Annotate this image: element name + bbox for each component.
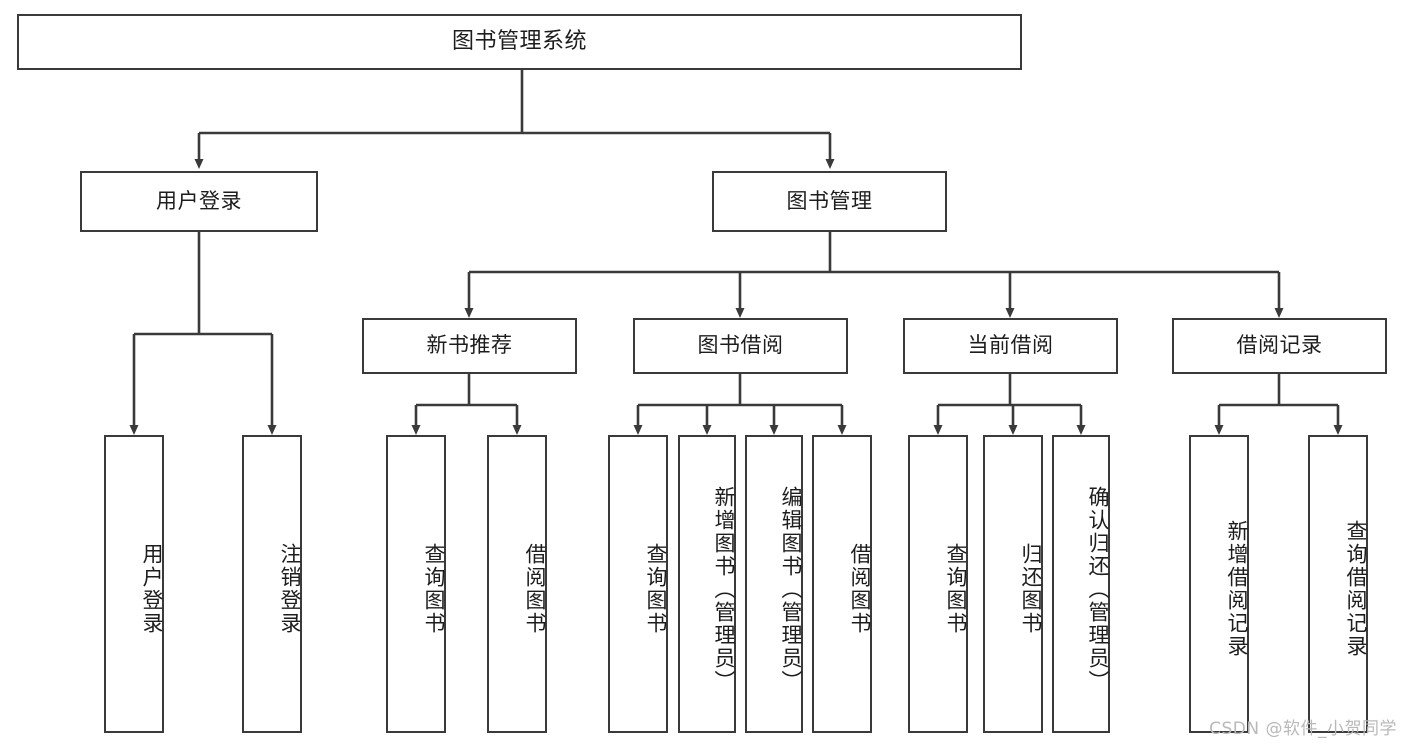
node-current-borrow[interactable]: 当前借阅 [903, 318, 1118, 374]
leaf-label: 新增图书（管理员） [712, 485, 736, 693]
leaf-label: 查询图书 [944, 543, 968, 635]
watermark-text: CSDN @软件_小贺同学 [1209, 719, 1397, 739]
node-leaf-query-book-3[interactable]: 查询图书 [908, 435, 968, 733]
node-new-book-recommend[interactable]: 新书推荐 [362, 318, 577, 374]
node-book-borrow[interactable]: 图书借阅 [633, 318, 848, 374]
node-leaf-user-login[interactable]: 用户登录 [104, 435, 164, 733]
node-leaf-logout[interactable]: 注销登录 [242, 435, 302, 733]
leaf-label: 编辑图书（管理员） [779, 485, 803, 693]
node-leaf-query-book-2[interactable]: 查询图书 [608, 435, 668, 733]
node-leaf-query-borrow-record[interactable]: 查询借阅记录 [1308, 435, 1368, 733]
node-root-system[interactable]: 图书管理系统 [17, 14, 1022, 70]
node-leaf-query-book-1[interactable]: 查询图书 [386, 435, 446, 733]
leaf-label: 借阅图书 [848, 543, 872, 635]
node-leaf-edit-book-admin[interactable]: 编辑图书（管理员） [745, 435, 803, 733]
leaf-label: 借阅图书 [523, 543, 547, 635]
node-leaf-confirm-return-admin[interactable]: 确认归还（管理员） [1052, 435, 1110, 733]
node-leaf-add-book-admin[interactable]: 新增图书（管理员） [678, 435, 736, 733]
node-leaf-add-borrow-record[interactable]: 新增借阅记录 [1189, 435, 1249, 733]
leaf-label: 注销登录 [278, 543, 302, 635]
node-borrow-record[interactable]: 借阅记录 [1172, 318, 1387, 374]
leaf-label: 查询图书 [644, 543, 668, 635]
leaf-label: 归还图书 [1019, 543, 1043, 635]
node-leaf-borrow-book-1[interactable]: 借阅图书 [487, 435, 547, 733]
leaf-label: 查询图书 [422, 543, 446, 635]
leaf-label: 新增借阅记录 [1225, 520, 1249, 658]
leaf-label: 查询借阅记录 [1344, 520, 1368, 658]
leaf-label: 确认归还（管理员） [1086, 485, 1110, 693]
leaf-label: 用户登录 [140, 543, 164, 635]
node-leaf-return-book[interactable]: 归还图书 [983, 435, 1043, 733]
node-book-manage[interactable]: 图书管理 [712, 171, 947, 232]
node-user-login[interactable]: 用户登录 [80, 171, 318, 232]
node-leaf-borrow-book-2[interactable]: 借阅图书 [812, 435, 872, 733]
